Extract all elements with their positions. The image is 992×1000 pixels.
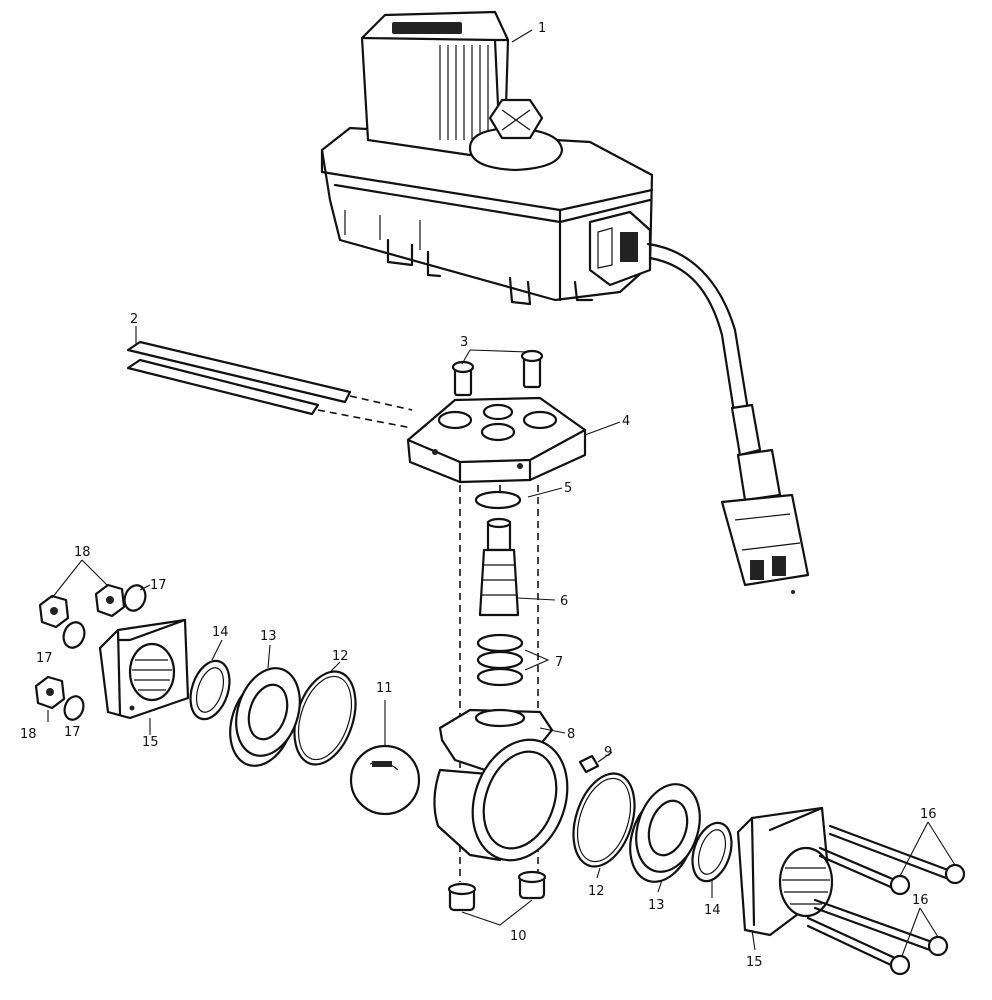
callout-5: 5 xyxy=(564,481,572,496)
ring-part-12-left xyxy=(293,670,357,766)
gasket-part-14-left xyxy=(189,659,231,721)
callout-13-right: 13 xyxy=(648,898,665,913)
washer-part-17b xyxy=(62,621,86,649)
actuator-part-1 xyxy=(320,10,654,306)
ball-part-11 xyxy=(349,700,421,816)
callout-2: 2 xyxy=(130,312,138,327)
bracket-part-4 xyxy=(406,396,587,484)
gasket-part-14-right xyxy=(691,821,733,883)
callout-16-top: 16 xyxy=(920,807,937,822)
nut-part-18c xyxy=(34,675,66,710)
callout-12-left: 12 xyxy=(332,649,349,664)
end-cap-part-15-left xyxy=(98,618,190,735)
valve-body-part-8 xyxy=(433,708,569,862)
callout-15-left: 15 xyxy=(142,735,159,750)
end-cap-part-15-right xyxy=(736,806,834,951)
callout-17-left: 17 xyxy=(36,651,53,666)
cable-assembly xyxy=(646,242,810,594)
callout-3: 3 xyxy=(460,335,468,350)
bolts-part-2 xyxy=(126,340,413,429)
adapter-part-13-left xyxy=(229,667,301,767)
callout-16-bottom: 16 xyxy=(912,893,929,908)
screws-part-3 xyxy=(451,349,544,397)
callout-6: 6 xyxy=(560,594,568,609)
bolts-part-16 xyxy=(806,821,966,976)
callout-17-top: 17 xyxy=(150,578,167,593)
callout-7: 7 xyxy=(555,655,563,670)
screw-part-9 xyxy=(578,751,613,774)
plugs-part-10 xyxy=(447,870,547,926)
adapter-part-13-right xyxy=(629,783,701,883)
callout-17-bottom: 17 xyxy=(64,725,81,740)
ring-part-12-right xyxy=(572,772,636,868)
callout-4: 4 xyxy=(622,414,630,429)
callout-18-top: 18 xyxy=(74,545,91,560)
seals-part-7 xyxy=(476,633,550,687)
callout-13-left: 13 xyxy=(260,629,277,644)
callout-15-right: 15 xyxy=(746,955,763,970)
callout-9: 9 xyxy=(604,745,612,760)
oring-part-5 xyxy=(474,490,522,510)
nut-part-18b xyxy=(94,583,126,618)
washer-part-17c xyxy=(63,695,85,721)
callout-8: 8 xyxy=(567,727,575,742)
callout-1: 1 xyxy=(538,21,546,36)
washer-part-17a xyxy=(123,584,147,612)
callout-14-right: 14 xyxy=(704,903,721,918)
callout-12-right: 12 xyxy=(588,884,605,899)
callout-labels: 1 2 3 4 5 6 7 8 9 10 11 12 12 13 13 14 1… xyxy=(20,21,937,970)
stem-part-6 xyxy=(478,517,556,617)
callout-18-bottom: 18 xyxy=(20,727,37,742)
nut-part-18a xyxy=(38,594,70,629)
callout-10: 10 xyxy=(510,929,527,944)
callout-14-left: 14 xyxy=(212,625,229,640)
callout-11: 11 xyxy=(376,681,393,696)
